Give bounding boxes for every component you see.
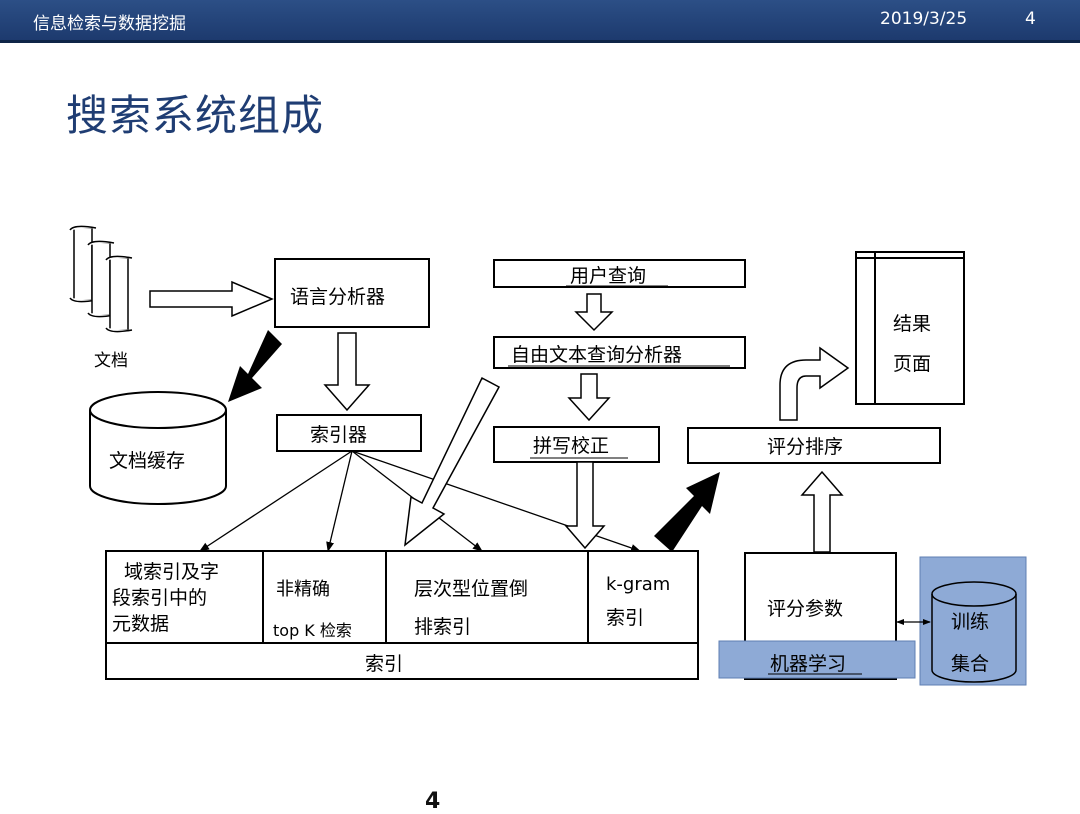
black-arrow-down-left-icon: [228, 330, 282, 402]
tiered-label-1: 层次型位置倒: [414, 578, 528, 600]
index-table: [105, 550, 699, 680]
training-set-label-2: 集合: [951, 653, 989, 675]
kgram-label-2: 索引: [606, 607, 644, 629]
slide-date: 2019/3/25: [880, 9, 968, 29]
query-parser-label: 自由文本查询分析器: [511, 344, 682, 366]
hollow-arrow-diagonal-icon: [404, 376, 501, 547]
slide-title: 搜索系统组成: [66, 91, 325, 140]
documents-label: 文档: [94, 351, 128, 371]
course-title: 信息检索与数据挖掘: [33, 14, 186, 34]
zone-index-label-3: 元数据: [112, 613, 169, 635]
hollow-arrow-down-icon: [323, 332, 371, 412]
query-parser-box: [493, 336, 746, 369]
training-set-cylinder: [931, 581, 1017, 683]
tiered-label-2: 排索引: [414, 616, 471, 638]
index-label: 索引: [365, 653, 403, 675]
hollow-arrow-up-icon: [800, 470, 844, 553]
language-analyzer-box: [274, 258, 430, 328]
zone-index-label-2: 段索引中的: [112, 587, 207, 609]
user-query-box: [493, 259, 746, 288]
spell-correction-box: [493, 426, 660, 463]
indexer-box: [276, 414, 422, 452]
scoring-params-label: 评分参数: [767, 598, 843, 620]
indexer-label: 索引器: [310, 424, 367, 446]
machine-learning-highlight: [718, 640, 916, 679]
header-bar: 信息检索与数据挖掘 2019/3/25 4: [0, 0, 1080, 43]
result-page-label-2: 页面: [893, 353, 931, 375]
user-query-label: 用户查询: [570, 265, 646, 287]
machine-learning-label: 机器学习: [770, 653, 846, 675]
black-arrow-up-right-icon: [654, 472, 720, 552]
inexact-label-1: 非精确: [276, 579, 330, 600]
language-analyzer-label: 语言分析器: [290, 286, 385, 308]
doc-cache-label: 文档缓存: [109, 450, 185, 472]
hollow-arrow-down-icon-3: [567, 373, 611, 422]
hollow-arrow-down-icon-2: [574, 293, 614, 332]
page-number: 4: [1025, 9, 1036, 29]
scoring-ranking-label: 评分排序: [767, 436, 843, 458]
curved-hollow-arrow-icon: [779, 346, 850, 421]
hollow-arrow-down-icon-4: [564, 461, 606, 550]
doc-cache-cylinder: [89, 391, 227, 505]
inexact-label-2: top K 检索: [273, 621, 352, 640]
document-scroll-icon: [69, 225, 133, 333]
spell-correction-label: 拼写校正: [533, 435, 609, 457]
result-page-label-1: 结果: [893, 313, 931, 335]
zone-index-label-1: 域索引及字: [124, 561, 219, 583]
kgram-label-1: k-gram: [606, 574, 670, 595]
hollow-arrow-right-icon: [149, 280, 274, 318]
training-set-label-1: 训练: [951, 611, 989, 633]
scoring-ranking-box: [687, 427, 941, 464]
result-page-box: [855, 251, 965, 405]
footer-page-number: 4: [425, 789, 441, 814]
training-set-highlight: [919, 556, 1027, 686]
